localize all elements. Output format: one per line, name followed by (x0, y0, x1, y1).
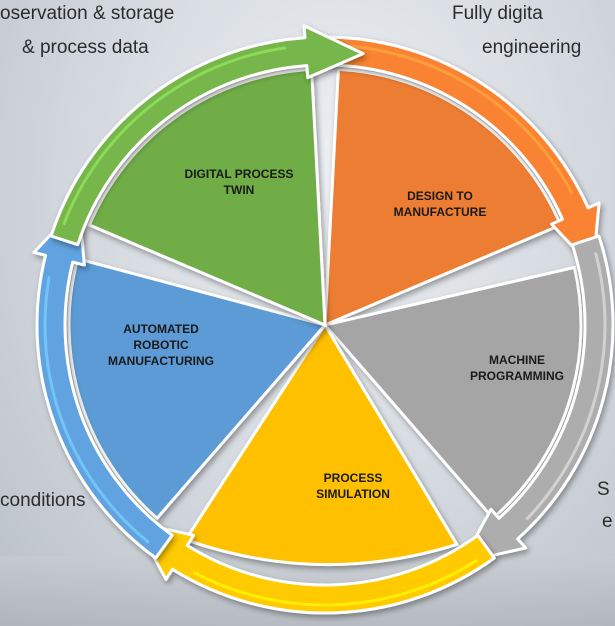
segment-machine-programming (322, 265, 583, 521)
caption-right-1: S (597, 479, 610, 500)
segment-label-process-simulation-line1: PROCESS (324, 471, 383, 485)
segment-automated-robotic-manufacturing (67, 256, 328, 521)
segment-label-design-to-manufacture-line1: DESIGN TO (407, 189, 473, 203)
segment-label-process-simulation-line2: SIMULATION (316, 487, 390, 501)
segment-label-automated-robotic-manufacturing-line1: AUTOMATED (123, 322, 199, 336)
caption-right-2: e (602, 511, 613, 532)
segment-label-digital-process-twin-line2: TWIN (224, 183, 255, 197)
arrow-highlight-machine-programming (525, 252, 607, 521)
segment-label-automated-robotic-manufacturing-line3: MANUFACTURING (108, 354, 214, 368)
caption-top-right-2: engineering (482, 37, 582, 58)
caption-top-left-2: & process data (22, 37, 149, 58)
segment-digital-process-twin (87, 67, 327, 328)
segment-design-to-manufacture (323, 67, 563, 328)
segment-label-machine-programming-line1: MACHINE (489, 353, 545, 367)
segment-label-automated-robotic-manufacturing-line2: ROBOTIC (133, 338, 189, 352)
arrow-highlight-digital-process-twin (62, 46, 287, 226)
caption-left: conditions (0, 490, 86, 511)
arrow-highlight-design-to-manufacture (329, 43, 574, 195)
arrow-highlight-automated-robotic-manufacturing (43, 276, 150, 544)
arrow-highlight-process-simulation (192, 558, 479, 607)
segment-label-design-to-manufacture-line2: MANUFACTURE (394, 205, 487, 219)
caption-top-left-1: oservation & storage (0, 3, 175, 24)
segment-label-digital-process-twin-line1: DIGITAL PROCESS (185, 167, 294, 181)
segment-label-machine-programming-line2: PROGRAMMING (470, 369, 564, 383)
caption-top-right-1: Fully digita (452, 3, 543, 24)
segment-process-simulation (183, 322, 460, 567)
